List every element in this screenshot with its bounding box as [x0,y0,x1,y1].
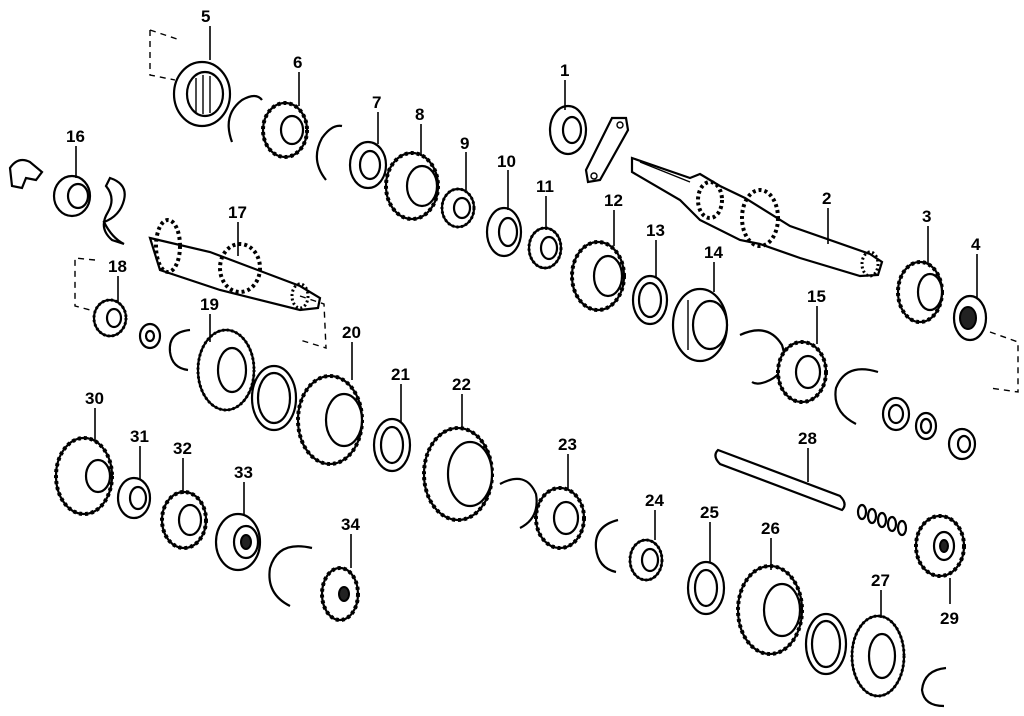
snap-ring-33a [268,545,313,607]
callout-3: 3 [922,207,931,226]
spring [856,503,908,537]
part-16-bearing [52,174,92,218]
part-20-gear [296,374,364,466]
callout-labels: 5 6 7 8 9 10 11 12 13 14 15 1 2 3 4 16 1… [66,7,981,628]
part-7-ring [348,140,388,190]
part-33-bearing [214,512,262,572]
callout-15: 15 [807,287,826,306]
callout-10: 10 [497,152,516,171]
callout-4: 4 [971,235,981,254]
ring-26a [804,612,848,676]
part-6-gear [261,101,309,159]
callout-29: 29 [940,609,959,628]
part-18-needle-bearing [74,257,128,338]
snap-ring-6a [315,124,343,181]
part-15-hub [776,340,828,404]
callout-28: 28 [798,429,817,448]
part-17-countershaft [148,218,327,349]
ring-19a [250,364,298,432]
retainer-plate [584,116,630,184]
part-2-main-shaft [630,156,884,278]
callout-19: 19 [200,295,219,314]
callout-12: 12 [604,191,623,210]
part-13-synchro-ring [631,274,669,326]
part-34-gear [320,566,360,622]
part-4-bearing [952,294,1019,393]
callout-5: 5 [201,7,210,26]
snap-ring-15a [834,368,879,425]
snap-ring-23a [594,518,619,574]
part-28-shift-rod [714,448,846,512]
part-10-ring [485,206,523,258]
part-11-needle-bearing [527,226,563,270]
callout-26: 26 [761,519,780,538]
callout-34: 34 [341,515,360,534]
snap-ring-5a [227,94,263,143]
snap-ring-18a [168,328,191,372]
callout-9: 9 [460,134,469,153]
part-27-serrated-plate [850,614,906,698]
callout-16: 16 [66,127,85,146]
part-1-bearing [548,104,588,156]
part-29-idler-gear [914,514,966,578]
callout-24: 24 [645,491,664,510]
callout-23: 23 [558,435,577,454]
part-14-sleeve [671,287,729,363]
callout-22: 22 [452,375,471,394]
leader-lines [75,26,978,618]
retainer-clip [8,158,44,190]
part-32-hub [160,490,208,550]
callout-7: 7 [372,93,381,112]
part-22-sleeve [422,426,494,522]
callout-33: 33 [234,463,253,482]
part-21-synchro-ring [372,417,412,473]
callout-2: 2 [822,189,831,208]
washer-a [881,396,911,432]
callout-31: 31 [130,427,149,446]
callout-6: 6 [293,53,302,72]
part-23-hub [534,486,586,550]
part-19-serrated-plate [196,328,256,412]
part-3-gear [896,260,944,324]
callout-27: 27 [871,571,890,590]
callout-14: 14 [704,243,723,262]
part-26-gear [736,564,804,656]
callout-13: 13 [646,221,665,240]
callout-17: 17 [228,203,247,222]
washer-b [914,411,938,441]
callout-21: 21 [391,365,410,384]
callout-1: 1 [560,61,569,80]
part-31-bearing [116,476,152,520]
snap-ring-27a [920,666,947,708]
washer-c [138,322,162,350]
part-5-bearing [149,29,232,128]
part-12-gear [570,240,626,312]
callout-20: 20 [342,323,361,342]
snap-ring-22a [499,477,538,529]
callout-8: 8 [415,105,424,124]
callout-18: 18 [108,257,127,276]
nut-a [947,427,977,461]
callout-25: 25 [700,503,719,522]
part-8-gear [384,151,440,221]
part-24-needle-bearing [628,538,664,582]
callout-32: 32 [173,439,192,458]
part-9-needle-bearing [440,187,476,229]
callout-11: 11 [536,177,554,196]
part-30-gear [54,436,114,516]
part-25-synchro-ring [686,560,726,616]
callout-30: 30 [85,389,104,408]
clip-16a [102,176,126,246]
